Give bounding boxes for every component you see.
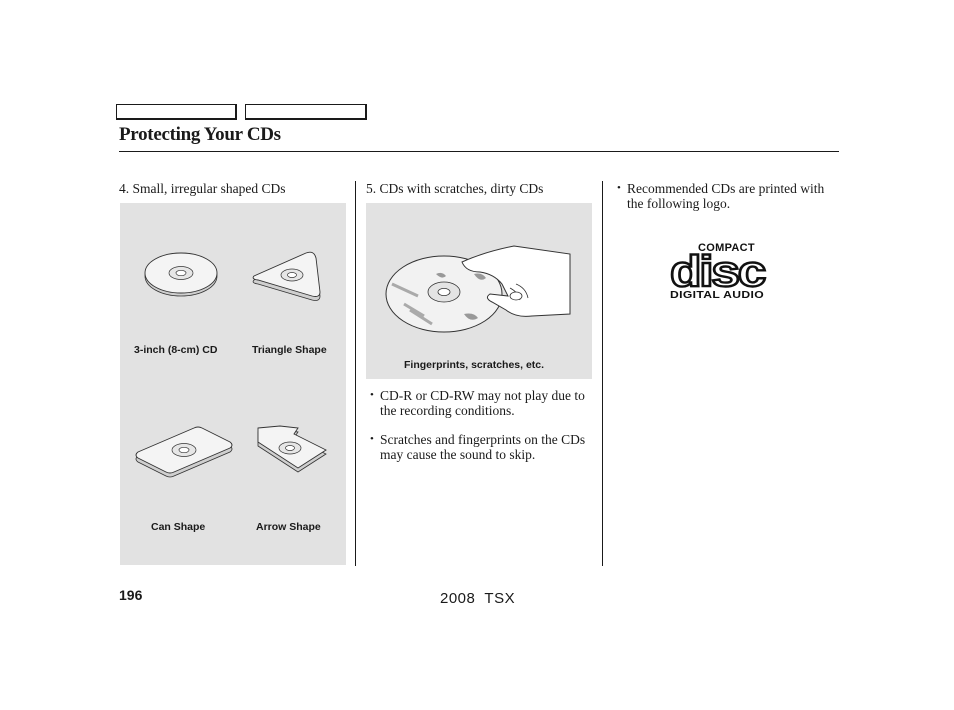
recommended-cds-bullet: Recommended CDs are printed with the fol… xyxy=(617,181,837,211)
small-cd-illustration xyxy=(144,252,218,297)
title-rule xyxy=(119,151,839,152)
small-cd-label: 3-inch (8-cm) CD xyxy=(134,344,218,356)
section-4-caption: 4. Small, irregular shaped CDs xyxy=(119,181,286,196)
hand-holding-cd-illustration xyxy=(385,245,571,333)
arrow-cd-illustration xyxy=(257,425,327,473)
can-shape-label: Can Shape xyxy=(151,521,206,533)
section-5-caption: 5. CDs with scratches, dirty CDs xyxy=(366,181,544,196)
footer-model: 2008 TSX xyxy=(440,590,516,607)
page-number: 196 xyxy=(119,587,143,603)
column-divider-1 xyxy=(355,181,356,566)
triangle-cd-illustration xyxy=(252,251,321,301)
fingerprints-label: Fingerprints, scratches, etc. xyxy=(404,359,545,371)
compact-disc-logo: COMPACT disc DIGITAL AUDIO xyxy=(669,242,769,301)
svg-text:DIGITAL AUDIO: DIGITAL AUDIO xyxy=(670,289,764,301)
arrow-shape-label: Arrow Shape xyxy=(256,521,321,533)
triangle-shape-label: Triangle Shape xyxy=(252,344,327,356)
card-cd-illustration xyxy=(135,426,233,478)
svg-text:disc: disc xyxy=(670,247,766,296)
svg-text:COMPACT: COMPACT xyxy=(698,242,755,254)
page-title: Protecting Your CDs xyxy=(119,124,281,145)
nav-tab-table-of-contents[interactable] xyxy=(245,104,367,120)
cdr-bullet: CD-R or CD-RW may not play due to the re… xyxy=(370,388,600,418)
scratches-bullet: Scratches and fingerprints on the CDs ma… xyxy=(370,432,600,462)
nav-tab-main-menu[interactable] xyxy=(116,104,237,120)
column-divider-2 xyxy=(602,181,603,566)
